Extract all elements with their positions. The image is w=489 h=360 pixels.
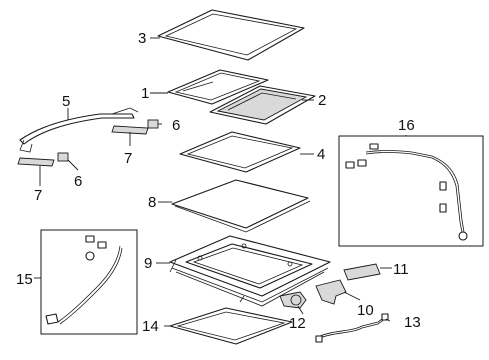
callout-7-lower: 7	[34, 187, 42, 204]
callout-1: 1	[141, 85, 149, 102]
callout-8: 8	[148, 194, 156, 211]
part-1-frame	[167, 69, 269, 105]
part-7-track-lower	[17, 157, 55, 167]
callout-5: 5	[62, 93, 70, 110]
callout-15: 15	[16, 271, 33, 288]
part-12-motor	[279, 291, 307, 309]
part-7-track-upper	[111, 125, 149, 135]
part-8-sunshade	[171, 179, 311, 233]
part-14-seal	[169, 307, 293, 345]
callout-7-upper: 7	[124, 150, 132, 167]
leader-lines	[34, 37, 407, 327]
part-5-rail	[19, 107, 139, 153]
part-16-box	[338, 135, 484, 247]
part-6-clip-upper	[147, 119, 159, 129]
part-13-harness	[315, 313, 389, 343]
callout-9: 9	[144, 255, 152, 272]
part-15-box	[40, 229, 138, 335]
callout-16: 16	[398, 117, 415, 134]
part-2-glass	[209, 85, 316, 125]
callout-6-upper: 6	[172, 117, 180, 134]
callout-3: 3	[138, 30, 146, 47]
callout-13: 13	[404, 314, 421, 331]
callout-14: 14	[142, 318, 159, 335]
callout-6-lower: 6	[74, 173, 82, 190]
part-6-clip-lower	[57, 152, 69, 162]
part-11-bracket	[343, 263, 381, 281]
callout-10: 10	[357, 302, 374, 319]
callout-labels: 1 2 3 4 5 6 6 7 7 8 9 10 11 12 13 14 15 …	[16, 30, 421, 335]
part-3-seal	[157, 9, 305, 61]
part-4-seal	[179, 131, 301, 173]
callout-2: 2	[318, 92, 326, 109]
part-9-housing	[169, 235, 331, 307]
part-10-bracket	[315, 279, 347, 305]
callout-11: 11	[393, 261, 409, 278]
callout-12: 12	[289, 315, 306, 332]
callout-4: 4	[317, 146, 325, 163]
